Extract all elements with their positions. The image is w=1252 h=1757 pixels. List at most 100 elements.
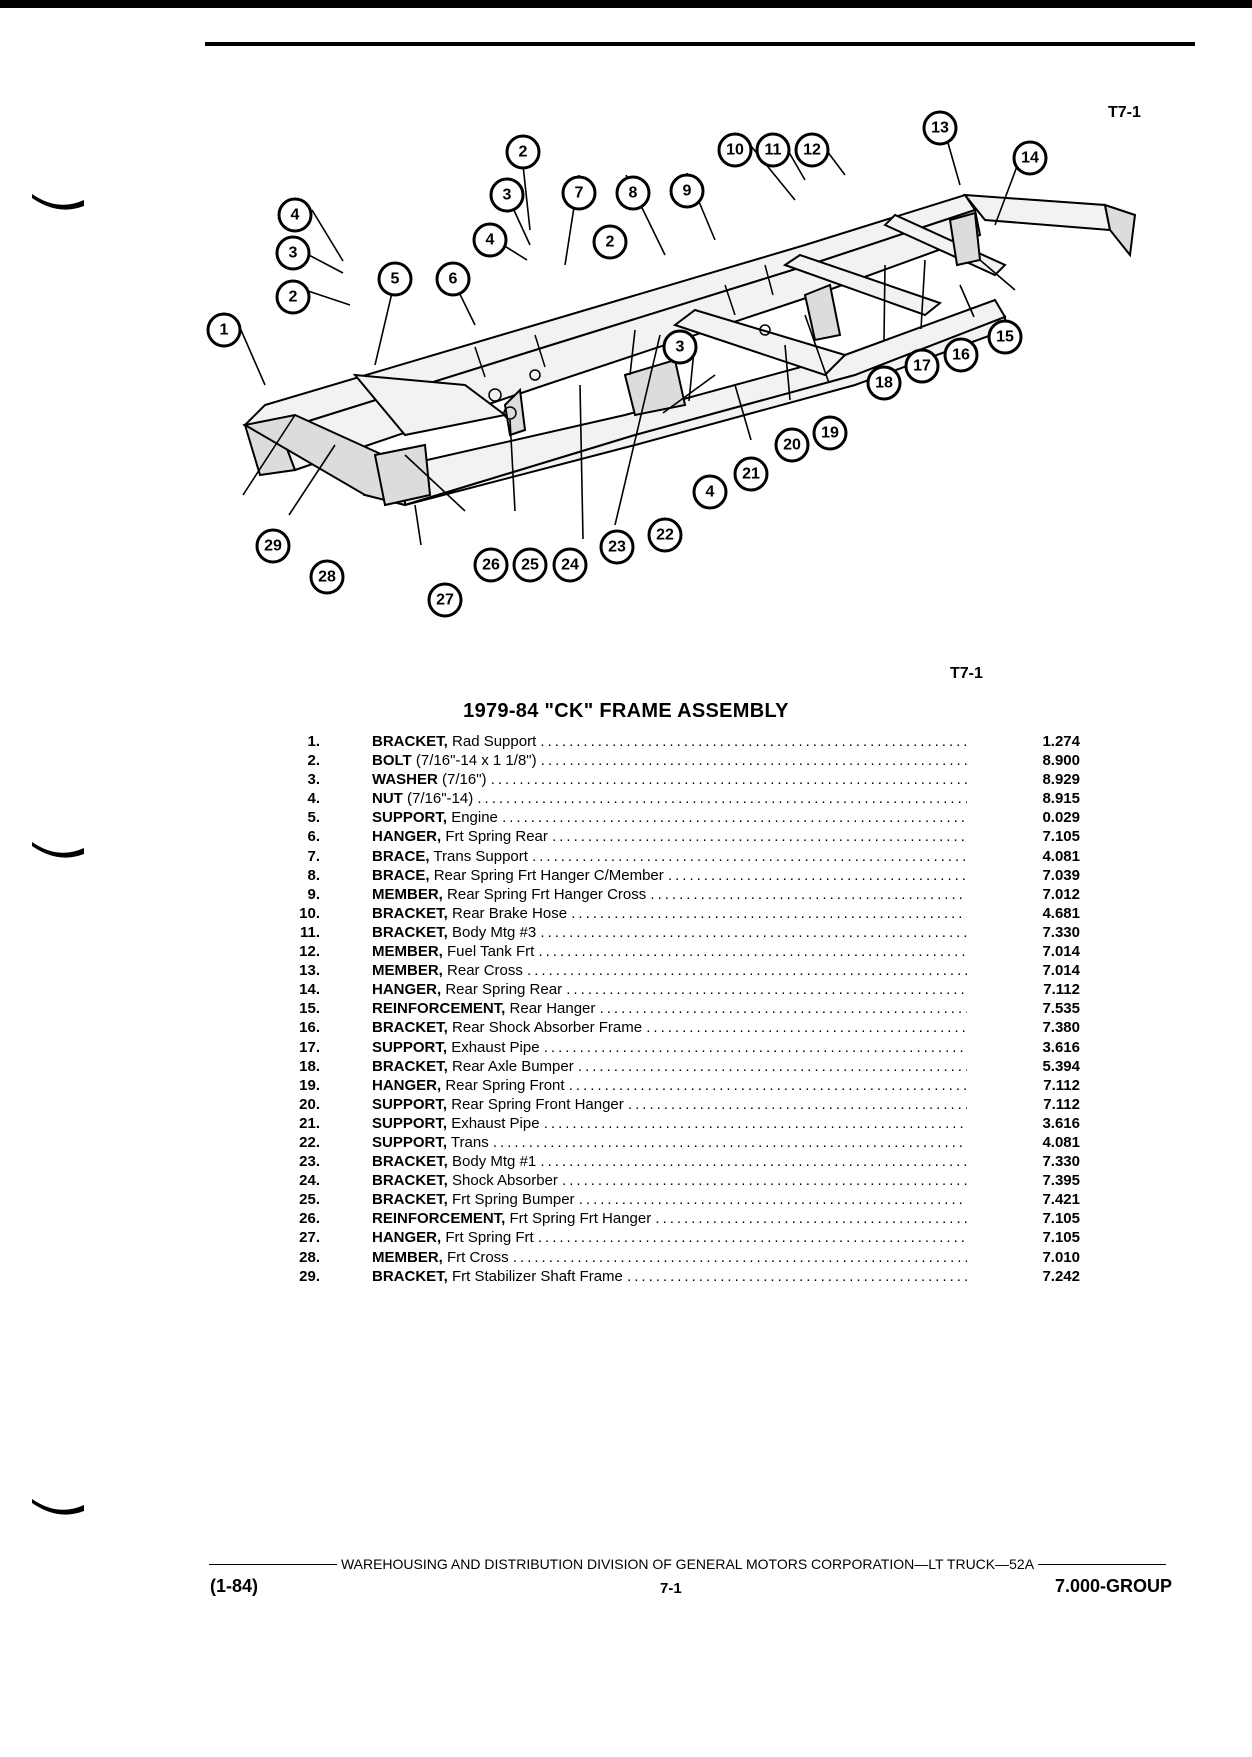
svg-text:1: 1 [220,322,229,339]
leader-dots: ........................................… [527,962,967,980]
part-code: 7.330 [1042,923,1080,941]
part-desc: Rear Brake Hose [452,904,568,922]
part-code: 7.395 [1042,1172,1080,1190]
part-desc: Frt Cross [447,1248,509,1266]
parts-row: 28.MEMBER, Frt Cross ...................… [270,1249,1080,1268]
part-kind: BRACKET, [372,1191,448,1209]
part-number: 10. [299,904,320,922]
part-name: BOLT (7/16"-14 x 1 1/8") ...............… [372,752,967,769]
part-name: NUT (7/16"-14) .........................… [372,790,967,807]
leader-dots: ........................................… [543,1038,967,1056]
part-number: 18. [299,1057,320,1075]
part-desc: Frt Spring Frt Hanger [509,1210,652,1228]
parts-row: 26.REINFORCEMENT, Frt Spring Frt Hanger … [270,1210,1080,1229]
part-number: 21. [299,1114,320,1132]
part-number: 1. [307,733,320,750]
part-kind: HANGER, [372,1076,442,1094]
part-desc: Frt Spring Frt [445,1229,534,1247]
leader-dots: ........................................… [578,1191,967,1209]
parts-row: 25.BRACKET, Frt Spring Bumper ..........… [270,1191,1080,1210]
part-name: BRACKET, Rad Support ...................… [372,733,967,750]
part-desc: (7/16"-14 x 1 1/8") [415,752,537,770]
part-code: 4.681 [1042,904,1080,922]
parts-row: 20.SUPPORT, Rear Spring Front Hanger ...… [270,1096,1080,1115]
leader-dots: ........................................… [538,943,967,961]
callout-21: 21 [733,456,769,492]
parts-row: 27.HANGER, Frt Spring Frt ..............… [270,1229,1080,1248]
callout-3: 3 [489,177,525,213]
part-kind: HANGER, [372,981,442,999]
part-name: REINFORCEMENT, Frt Spring Frt Hanger ...… [372,1210,967,1227]
part-name: BRACKET, Frt Spring Bumper .............… [372,1191,967,1208]
part-kind: BRACKET, [372,1019,448,1037]
leader-dots: ........................................… [627,1267,967,1285]
part-name: SUPPORT, Exhaust Pipe ..................… [372,1115,967,1132]
part-kind: BRACKET, [372,1153,448,1171]
leader-dots: ........................................… [646,1019,967,1037]
footer-rule-right [1038,1563,1166,1565]
parts-row: 3.WASHER (7/16") .......................… [270,771,1080,790]
part-number: 24. [299,1172,320,1190]
part-kind: MEMBER, [372,1248,443,1266]
part-number: 3. [307,771,320,789]
part-desc: Rear Spring Front Hanger [451,1095,624,1113]
leader-dots: ........................................… [532,847,967,865]
svg-text:13: 13 [931,120,949,137]
parts-row: 12. MEMBER, Fuel Tank Frt ...............… [270,943,1080,962]
part-name: BRACKET, Body Mtg #3 ...................… [372,924,967,941]
part-desc: Rear Axle Bumper [452,1057,574,1075]
part-kind: MEMBER, [372,943,443,961]
part-kind: BRACKET, [372,923,448,941]
part-name: MEMBER, Rear Cross .....................… [372,962,967,979]
part-kind: REINFORCEMENT, [372,1000,506,1018]
callout-14: 14 [1012,140,1048,176]
callout-28: 28 [309,559,345,595]
part-code: 3.616 [1042,1038,1080,1056]
parts-row: 22.SUPPORT, Trans ......................… [270,1134,1080,1153]
parts-row: 23.BRACKET, Body Mtg #1 ................… [270,1153,1080,1172]
callout-5: 5 [377,261,413,297]
parts-row: 24.BRACKET, Shock Absorber .............… [270,1172,1080,1191]
part-number: 14. [299,981,320,999]
callout-23: 23 [599,529,635,565]
parts-row: 16.BRACKET, Rear Shock Absorber Frame ..… [270,1019,1080,1038]
part-code: 1.274 [1042,733,1080,750]
part-code: 4.081 [1042,1133,1080,1151]
leader-dots: ........................................… [537,1229,967,1247]
svg-text:28: 28 [318,569,336,586]
svg-text:16: 16 [952,347,970,364]
parts-row: 10.BRACKET, Rear Brake Hose ............… [270,905,1080,924]
part-desc: Fuel Tank Frt [447,943,535,961]
part-name: HANGER, Frt Spring Rear ................… [372,828,967,845]
part-code: 7.242 [1042,1267,1080,1285]
svg-text:6: 6 [449,271,458,288]
part-desc: Trans [450,1133,489,1151]
part-kind: WASHER [372,771,438,789]
figure-id-caption: T7-1 [950,665,983,682]
part-desc: Rear Spring Front [445,1076,565,1094]
part-code: 7.010 [1042,1248,1080,1266]
part-code: 7.105 [1042,1210,1080,1228]
part-name: MEMBER, Frt Cross ......................… [372,1249,967,1266]
part-kind: SUPPORT, [372,1038,448,1056]
callout-29: 29 [255,528,291,564]
binder-hole-mark [32,194,84,210]
part-name: SUPPORT, Exhaust Pipe ..................… [372,1039,967,1056]
parts-row: 6.HANGER, Frt Spring Rear ..............… [270,828,1080,847]
parts-row: 11.BRACKET, Body Mtg #3 ................… [270,924,1080,943]
svg-text:2: 2 [519,144,528,161]
part-code: 3.616 [1042,1114,1080,1132]
callout-12: 12 [794,132,830,168]
part-desc: (7/16") [442,771,487,789]
svg-text:15: 15 [996,329,1014,346]
svg-text:3: 3 [676,339,685,356]
callout-3: 3 [275,235,311,271]
part-code: 8.915 [1042,790,1080,808]
callout-25: 25 [512,547,548,583]
svg-text:4: 4 [706,484,715,501]
leader-dots: ........................................… [577,1057,967,1075]
leader-dots: ........................................… [540,923,967,941]
footer-date: (1-84) [210,1576,259,1596]
part-number: 12. [299,943,320,961]
callout-11: 11 [755,132,791,168]
